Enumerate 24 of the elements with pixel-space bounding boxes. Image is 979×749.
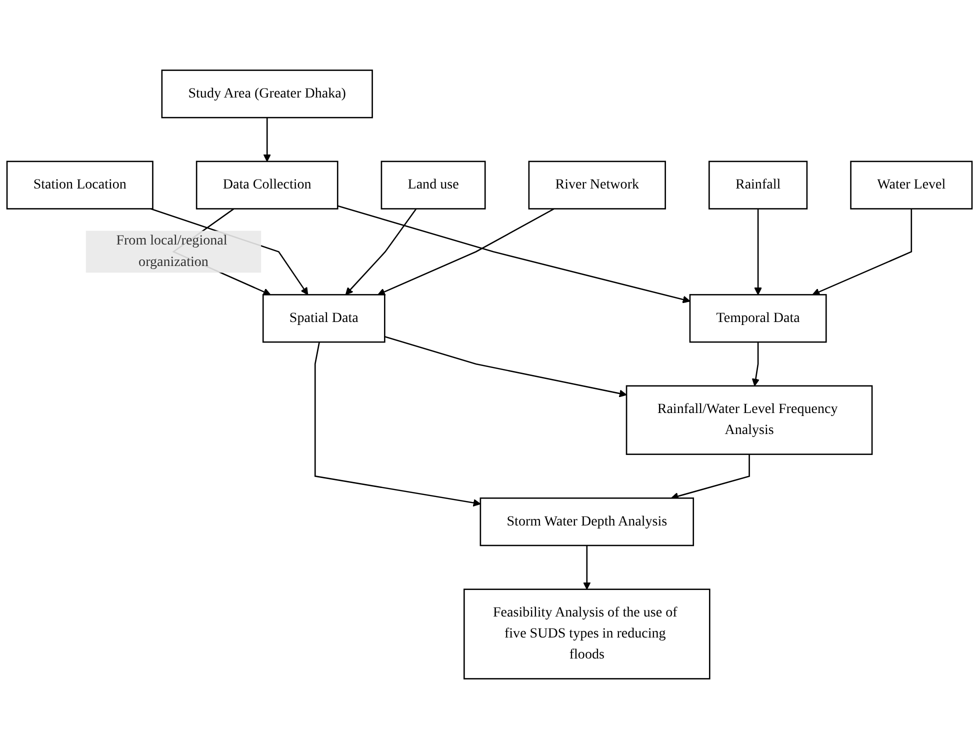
node-box: Rainfall/Water Level Frequency Analysis: [626, 385, 873, 455]
node-box: Storm Water Depth Analysis: [480, 497, 694, 546]
node-box: Water Level: [850, 160, 973, 210]
arrow: [378, 208, 554, 296]
node-box: Temporal Data: [689, 294, 827, 343]
arrow: [583, 545, 591, 590]
arrow: [670, 454, 750, 500]
arrow: [345, 208, 417, 296]
arrow: [752, 342, 760, 386]
node-box: Land use: [380, 160, 486, 210]
node-box: Spatial Data: [262, 294, 386, 343]
arrow: [812, 208, 912, 296]
node-box: River Network: [528, 160, 666, 210]
node-box: Data Collection: [196, 160, 338, 210]
edge-label: From local/regional organization: [116, 233, 228, 270]
arrow: [384, 336, 627, 398]
arrow: [263, 118, 271, 162]
node-box: Study Area (Greater Dhaka): [161, 70, 373, 118]
node-box: Rainfall: [708, 160, 808, 210]
arrow: [314, 342, 481, 507]
node-box: Feasibility Analysis of the use of five SUDS types in reducing floods: [464, 588, 710, 680]
arrow: [754, 208, 762, 296]
arrow: [337, 205, 690, 304]
node-box: Station Location: [6, 160, 154, 210]
